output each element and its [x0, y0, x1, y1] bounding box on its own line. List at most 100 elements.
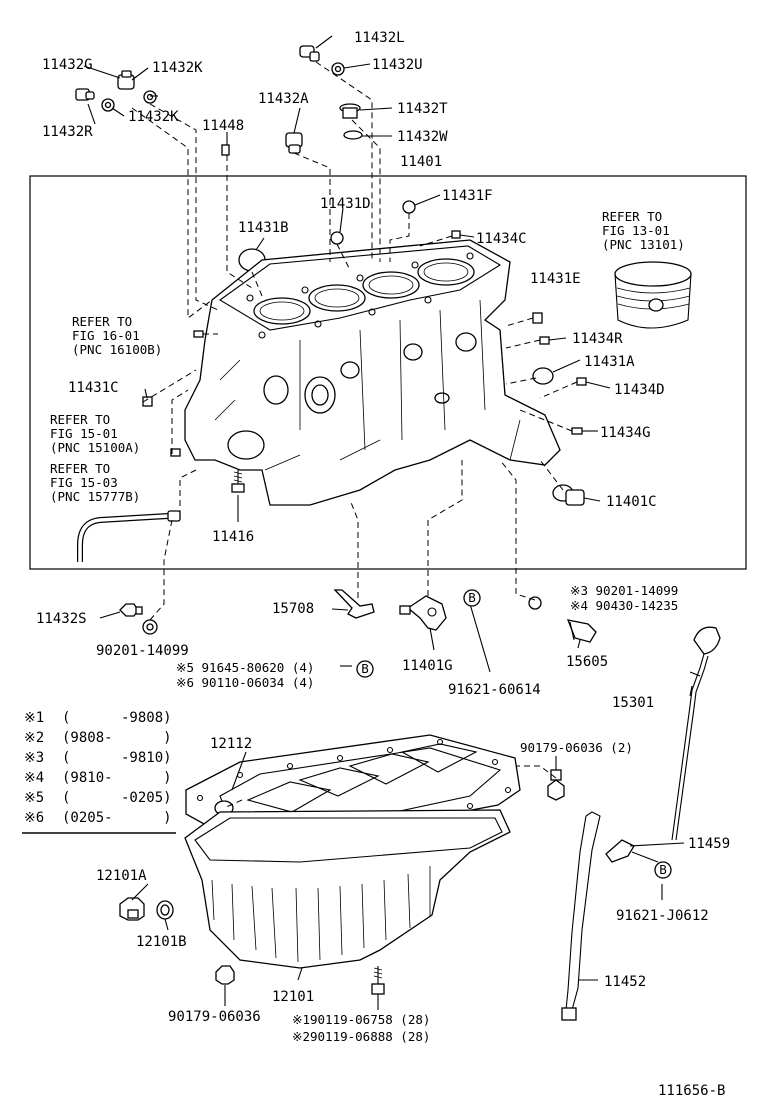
label-11434c: 11434C — [476, 231, 527, 247]
bracket-15708-icon — [333, 589, 375, 619]
label-11431c: 11431C — [68, 380, 119, 396]
refer-fig16-line2: FIG 16-01 — [72, 328, 140, 343]
legend-mark-1: ※1 — [24, 710, 44, 726]
label-15708: 15708 — [272, 601, 314, 617]
legend-mark-6: ※6 — [24, 810, 44, 826]
label-11431b: 11431B — [238, 220, 289, 236]
legend: ※1 ( -9808) ※2 (9808- ) ※3 ( -9810) ※4 (… — [22, 710, 176, 834]
label-note-x3: ※3 90201-14099 — [570, 583, 678, 598]
legend-mark-5: ※5 — [24, 790, 44, 806]
guide-tube-11452-icon — [561, 811, 601, 1021]
plug-11432r-icon — [75, 88, 95, 101]
cylinder-block-icon — [184, 239, 561, 506]
label-note-x1: ※190119-06758 (28) — [292, 1012, 430, 1027]
label-11431a: 11431A — [584, 354, 635, 370]
label-11452: 11452 — [604, 974, 646, 990]
pin-11448-icon — [221, 144, 230, 156]
label-11431d: 11431D — [320, 196, 371, 212]
plug-11431e-icon — [532, 312, 543, 324]
label-11432k-b: 11432K — [128, 109, 179, 125]
legend-range-6: (0205- ) — [62, 810, 172, 826]
gasket-11432w-icon — [343, 130, 363, 140]
label-11401: 11401 — [400, 154, 442, 170]
refer-fig16-line3: (PNC 16100B) — [72, 342, 162, 357]
label-11432k-a: 11432K — [152, 60, 203, 76]
label-91621-60614: 91621-60614 — [448, 682, 541, 698]
label-11432l: 11432L — [354, 30, 405, 46]
plug-12101a-icon — [119, 897, 145, 921]
plug-11432t-icon — [339, 103, 361, 119]
label-11434d: 11434D — [614, 382, 665, 398]
refer-fig13-line3: (PNC 13101) — [602, 237, 685, 252]
drain-plug-icon — [215, 965, 235, 985]
label-11459: 11459 — [688, 836, 730, 852]
label-note-x4: ※4 90430-14235 — [570, 598, 678, 613]
reference-b-markers: B B B — [356, 589, 672, 879]
refer-fig13-line1: REFER TO — [602, 209, 662, 224]
label-note-x2: ※290119-06888 (28) — [292, 1029, 430, 1044]
label-11434r: 11434R — [572, 331, 623, 347]
label-11432g: 11432G — [42, 57, 93, 73]
bolt-15605-icon — [528, 596, 597, 643]
part-labels: 11432G 11432K 11432R 11432K 11448 11432A… — [36, 30, 730, 1099]
plug-11401c-icon — [552, 484, 585, 506]
label-11401c: 11401C — [606, 494, 657, 510]
label-11434g: 11434G — [600, 425, 651, 441]
dipstick-15301-icon — [671, 626, 721, 841]
label-note-x5: ※5 91645-80620 (4) — [176, 660, 314, 675]
label-15301: 15301 — [612, 695, 654, 711]
legend-range-5: ( -0205) — [62, 790, 172, 806]
refer-fig15-03-line3: (PNC 15777B) — [50, 489, 140, 504]
b-marker-2: B — [361, 661, 369, 676]
label-90179-06036: 90179-06036 — [168, 1009, 261, 1025]
label-11432a: 11432A — [258, 91, 309, 107]
label-12101b: 12101B — [136, 934, 187, 950]
plug-11432l-icon — [299, 45, 320, 62]
refer-fig15-01-line2: FIG 15-01 — [50, 426, 118, 441]
refer-fig16-line1: REFER TO — [72, 314, 132, 329]
plug-11434d-icon — [576, 377, 587, 386]
plug-11432s-icon — [119, 603, 143, 617]
label-11416: 11416 — [212, 529, 254, 545]
refer-notes: REFER TO FIG 13-01 (PNC 13101) REFER TO … — [50, 209, 685, 504]
refer-fig15-01-line1: REFER TO — [50, 412, 110, 427]
leader-lines — [83, 35, 693, 1010]
plug-11431f-icon — [402, 200, 416, 214]
plug-11434g-icon — [571, 427, 583, 435]
bolt-11416-icon — [231, 470, 245, 493]
legend-range-4: (9810- ) — [62, 770, 172, 786]
dashed-leaders — [131, 61, 578, 809]
legend-mark-3: ※3 — [24, 750, 44, 766]
plug-11434c-icon — [451, 230, 461, 239]
label-note-x6: ※6 90110-06034 (4) — [176, 675, 314, 690]
label-11432w: 11432W — [397, 129, 448, 145]
refer-fig15-03-line1: REFER TO — [50, 461, 110, 476]
label-12101a: 12101A — [96, 868, 147, 884]
b-marker-1: B — [468, 590, 476, 605]
oil-pan-12101-icon — [184, 809, 511, 969]
plug-11432g-icon — [117, 70, 135, 90]
legend-mark-2: ※2 — [24, 730, 44, 746]
label-91621-j0612: 91621-J0612 — [616, 908, 709, 924]
cylinder-block-frame — [29, 175, 747, 570]
figure-id: 111656-B — [658, 1083, 725, 1099]
label-11432t: 11432T — [397, 101, 448, 117]
refer-fig13-line2: FIG 13-01 — [602, 223, 670, 238]
legend-range-1: ( -9808) — [62, 710, 172, 726]
label-12101: 12101 — [272, 989, 314, 1005]
plug-11431a-icon — [532, 367, 554, 385]
pan-bolt-icon — [371, 966, 385, 995]
label-11432s: 11432S — [36, 611, 87, 627]
legend-mark-4: ※4 — [24, 770, 44, 786]
label-11431e: 11431E — [530, 271, 581, 287]
legend-range-2: (9808- ) — [62, 730, 172, 746]
b-marker-3: B — [659, 862, 667, 877]
label-11448: 11448 — [202, 118, 244, 134]
sensor-11401g-icon — [399, 595, 447, 631]
plug-11431d-icon — [330, 231, 344, 245]
clip-11459-icon — [605, 839, 635, 863]
label-12112: 12112 — [210, 736, 252, 752]
label-11432r: 11432R — [42, 124, 93, 140]
piston-icon — [614, 261, 692, 329]
